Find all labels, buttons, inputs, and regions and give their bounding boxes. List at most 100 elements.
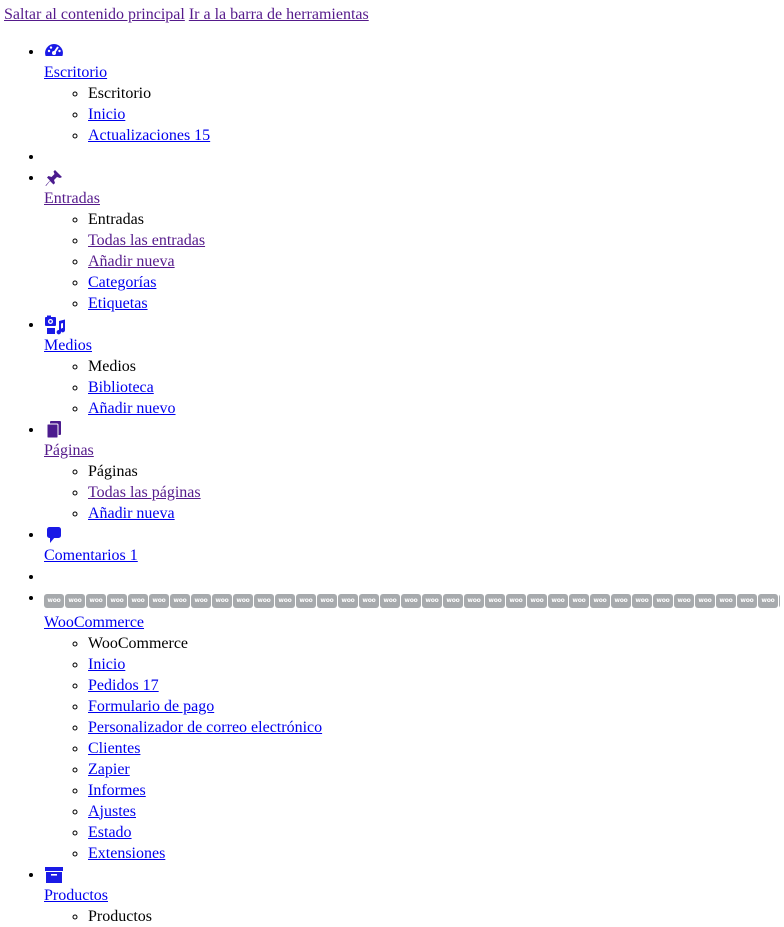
woo-badge-icon: woo	[275, 594, 295, 608]
skip-to-toolbar-link[interactable]: Ir a la barra de herramientas	[188, 6, 369, 23]
menu-link-media[interactable]: Medios	[44, 337, 92, 354]
menu-link-posts[interactable]: Entradas	[44, 190, 100, 207]
submenu-link-email-customizer[interactable]: Personalizador de correo electrónico	[88, 718, 323, 736]
submenu-item-checkout-form: Formulario de pago	[88, 696, 780, 717]
woo-badge-icon: woo	[569, 594, 589, 608]
media-icon	[44, 314, 780, 335]
woo-badge-icon: woo	[779, 594, 780, 608]
submenu-link-updates[interactable]: Actualizaciones 15	[88, 127, 211, 144]
submenu-link-settings[interactable]: Ajustes	[88, 802, 136, 820]
woocommerce-icon: woowoowoowoowoowoowoowoowoowoowoowoowoow…	[44, 591, 780, 612]
submenu-item-library: Biblioteca	[88, 377, 780, 398]
submenu-item-current: Entradas	[88, 209, 780, 230]
submenu-link-add-new-post[interactable]: Añadir nueva	[88, 253, 175, 270]
submenu-link-home[interactable]: Inicio	[88, 106, 126, 123]
woo-badge-icon: woo	[44, 594, 64, 608]
submenu-link-orders[interactable]: Pedidos 17	[88, 676, 159, 694]
woo-badge-icon: woo	[191, 594, 211, 608]
woo-badge-icon: woo	[233, 594, 253, 608]
submenu-link-all-posts[interactable]: Todas las entradas	[88, 232, 206, 249]
menu-link-products[interactable]: Productos	[44, 886, 108, 904]
submenu-item-settings: Ajustes	[88, 801, 780, 822]
submenu-link-extensions[interactable]: Extensiones	[88, 844, 166, 862]
menu-separator	[44, 146, 780, 167]
submenu-link-checkout-form[interactable]: Formulario de pago	[88, 697, 215, 715]
submenu-item-extensions: Extensiones	[88, 843, 780, 864]
woo-badge-icon: woo	[380, 594, 400, 608]
menu-item-dashboard: Escritorio Escritorio Inicio Actualizaci…	[44, 41, 780, 146]
menu-item-pages: Páginas Páginas Todas las páginas Añadir…	[44, 419, 780, 524]
woo-badge-icon: woo	[86, 594, 106, 608]
submenu-item-current: Medios	[88, 356, 780, 377]
pages-icon	[44, 419, 780, 440]
woo-badge-icon: woo	[149, 594, 169, 608]
woo-badge-icon: woo	[674, 594, 694, 608]
menu-link-dashboard[interactable]: Escritorio	[44, 64, 108, 81]
skip-links: Saltar al contenido principal Ir a la ba…	[4, 4, 784, 25]
dashboard-icon	[44, 41, 780, 62]
submenu-link-add-new-media[interactable]: Añadir nuevo	[88, 400, 176, 417]
woo-badge-icon: woo	[548, 594, 568, 608]
submenu-item-customers: Clientes	[88, 738, 780, 759]
submenu-item-zapier: Zapier	[88, 759, 780, 780]
woo-badge-icon: woo	[506, 594, 526, 608]
woo-badge-icon: woo	[443, 594, 463, 608]
menu-link-woocommerce[interactable]: WooCommerce	[44, 613, 145, 631]
woo-badge-icon: woo	[359, 594, 379, 608]
submenu-item-orders: Pedidos 17	[88, 675, 780, 696]
woo-badge-icon: woo	[338, 594, 358, 608]
woo-badge-icon: woo	[632, 594, 652, 608]
woo-badge-icon: woo	[464, 594, 484, 608]
submenu-item-tags: Etiquetas	[88, 293, 780, 314]
submenu-posts: Entradas Todas las entradas Añadir nueva…	[44, 209, 780, 314]
submenu-woocommerce: WooCommerce Inicio Pedidos 17 Formulario…	[44, 633, 780, 864]
woo-badge-icon: woo	[212, 594, 232, 608]
woo-badge-icon: woo	[590, 594, 610, 608]
submenu-link-add-new-page[interactable]: Añadir nueva	[88, 505, 175, 522]
submenu-item-current: Escritorio	[88, 83, 780, 104]
submenu-item-reports: Informes	[88, 780, 780, 801]
submenu-item-add-new-page: Añadir nueva	[88, 503, 780, 524]
submenu-link-zapier[interactable]: Zapier	[88, 760, 130, 778]
submenu-link-categories[interactable]: Categorías	[88, 274, 157, 291]
menu-separator	[44, 566, 780, 587]
submenu-link-woo-home[interactable]: Inicio	[88, 655, 126, 673]
woo-badge-icon: woo	[485, 594, 505, 608]
menu-item-products: Productos Productos	[44, 864, 780, 927]
submenu-item-add-new-post: Añadir nueva	[88, 251, 780, 272]
menu-link-pages[interactable]: Páginas	[44, 442, 94, 459]
submenu-item-all-posts: Todas las entradas	[88, 230, 780, 251]
woo-badge-icon: woo	[401, 594, 421, 608]
submenu-item-status: Estado	[88, 822, 780, 843]
woo-badge-icon: woo	[65, 594, 85, 608]
menu-link-comments[interactable]: Comentarios 1	[44, 547, 138, 564]
submenu-link-all-pages[interactable]: Todas las páginas	[88, 484, 201, 501]
skip-to-main-content-link[interactable]: Saltar al contenido principal	[4, 6, 185, 23]
submenu-link-tags[interactable]: Etiquetas	[88, 295, 148, 312]
woo-badge-icon: woo	[527, 594, 547, 608]
submenu-pages: Páginas Todas las páginas Añadir nueva	[44, 461, 780, 524]
archive-icon	[44, 864, 780, 885]
woo-badge-icon: woo	[296, 594, 316, 608]
woo-badge-icon: woo	[254, 594, 274, 608]
submenu-link-status[interactable]: Estado	[88, 823, 132, 841]
submenu-media: Medios Biblioteca Añadir nuevo	[44, 356, 780, 419]
submenu-link-customers[interactable]: Clientes	[88, 739, 141, 757]
woo-badge-icon: woo	[695, 594, 715, 608]
submenu-item-categories: Categorías	[88, 272, 780, 293]
submenu-link-reports[interactable]: Informes	[88, 781, 146, 799]
woo-badge-icon: woo	[317, 594, 337, 608]
submenu-item-current: Páginas	[88, 461, 780, 482]
woo-badge-icon: woo	[170, 594, 190, 608]
woo-badge-icon: woo	[611, 594, 631, 608]
woo-badge-icon: woo	[737, 594, 757, 608]
menu-item-media: Medios Medios Biblioteca Añadir nuevo	[44, 314, 780, 419]
menu-item-woocommerce: woowoowoowoowoowoowoowoowoowoowoowoowoow…	[44, 587, 780, 864]
woo-badge-icon: woo	[716, 594, 736, 608]
submenu-link-library[interactable]: Biblioteca	[88, 379, 154, 396]
woo-badge-icon: woo	[653, 594, 673, 608]
woo-badge-icon: woo	[107, 594, 127, 608]
submenu-item-all-pages: Todas las páginas	[88, 482, 780, 503]
woo-badge-icon: woo	[422, 594, 442, 608]
menu-item-posts: Entradas Entradas Todas las entradas Aña…	[44, 167, 780, 314]
